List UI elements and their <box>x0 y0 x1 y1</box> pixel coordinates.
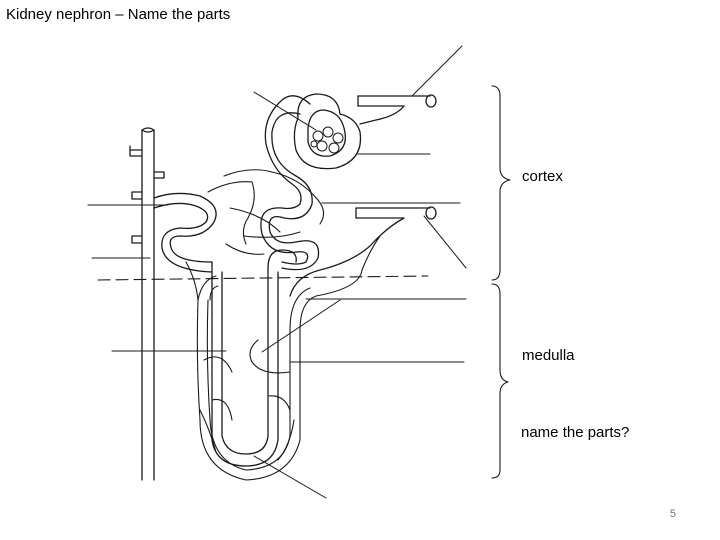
cortex-brace <box>491 85 511 281</box>
distal-convoluted-tubule <box>153 192 217 273</box>
pointer-line-9 <box>261 299 341 353</box>
peritubular-capillaries <box>185 169 381 481</box>
page-number: 5 <box>669 508 676 520</box>
efferent-arteriole <box>289 206 437 297</box>
pointer-line-2 <box>253 91 317 131</box>
pointer-line-6 <box>423 215 467 269</box>
collecting-duct <box>129 127 165 481</box>
pointer-line-1 <box>411 45 463 97</box>
slide-title: Kidney nephron – Name the parts <box>6 6 231 23</box>
label-pointer-lines <box>87 45 467 499</box>
name-the-parts-prompt: name the parts? <box>521 424 630 441</box>
glomerulus <box>310 126 344 154</box>
cortex-label: cortex <box>522 168 563 185</box>
medulla-brace <box>491 283 509 479</box>
proximal-convoluted-tubule <box>260 95 320 271</box>
loop-of-henle <box>211 249 297 467</box>
afferent-arteriole <box>357 94 437 125</box>
pointer-line-12 <box>253 455 327 499</box>
cortex-medulla-boundary <box>97 275 429 281</box>
bowmans-capsule <box>293 93 362 170</box>
medulla-label: medulla <box>522 347 575 364</box>
